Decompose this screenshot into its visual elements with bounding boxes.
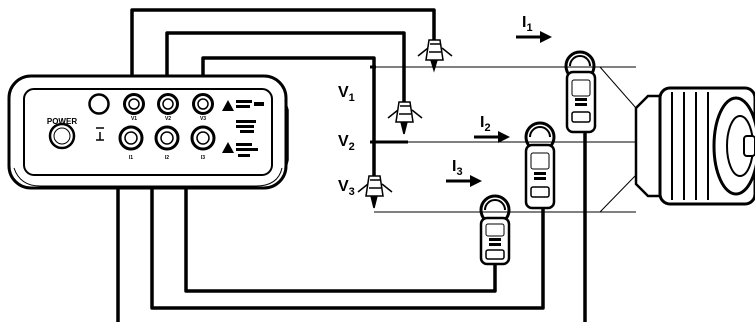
power-analyzer: POWER V1 V2 V3 I1 I2 I3 [7, 74, 289, 190]
current-labels: I1 I2 I3 [446, 14, 552, 187]
label-v2: V2 [338, 133, 355, 153]
arrow-right-icon [516, 31, 552, 43]
panel-markings [222, 100, 264, 157]
label-v1: V1 [338, 84, 355, 104]
arrow-right-icon [474, 131, 510, 143]
wire-i2 [150, 148, 545, 310]
svg-text:V2: V2 [165, 116, 171, 122]
jack-v1[interactable] [123, 93, 145, 115]
jack-com[interactable] [88, 93, 110, 115]
jack-i3[interactable] [190, 125, 216, 151]
current-clamps [479, 50, 597, 266]
svg-text:I2: I2 [165, 155, 169, 161]
current-clamp-i1-icon [564, 50, 597, 134]
alligator-clip-v1-icon [417, 39, 453, 73]
lower-jacks: I1 I2 I3 [118, 125, 216, 161]
svg-text:I3: I3 [201, 155, 205, 161]
wire-v1 [130, 8, 436, 100]
ground-symbol-icon [96, 127, 104, 141]
label-i1: I1 [522, 14, 533, 34]
alligator-clip-v2-icon [387, 101, 423, 135]
svg-text:V3: V3 [200, 116, 206, 122]
label-i3: I3 [452, 158, 463, 178]
voltage-labels: V1 V2 V3 [338, 84, 355, 198]
label-i2: I2 [480, 114, 491, 134]
power-label: POWER [47, 117, 77, 126]
current-clamp-i2-icon [524, 121, 556, 210]
motor-icon [634, 86, 755, 206]
arrow-right-icon [446, 175, 482, 187]
jack-v3[interactable] [192, 93, 214, 115]
current-clamp-i3-icon [479, 194, 511, 266]
svg-text:V1: V1 [131, 116, 137, 122]
jack-i1[interactable] [118, 125, 144, 151]
wire-i3 [184, 148, 497, 293]
alligator-clip-v3-icon [357, 175, 393, 209]
voltage-clips [357, 39, 453, 209]
svg-text:I1: I1 [129, 155, 133, 161]
jack-v2[interactable] [157, 93, 179, 115]
conductors [370, 65, 637, 213]
upper-jacks: V1 V2 V3 [88, 93, 214, 122]
label-v3: V3 [338, 178, 355, 198]
jack-i2[interactable] [154, 125, 180, 151]
